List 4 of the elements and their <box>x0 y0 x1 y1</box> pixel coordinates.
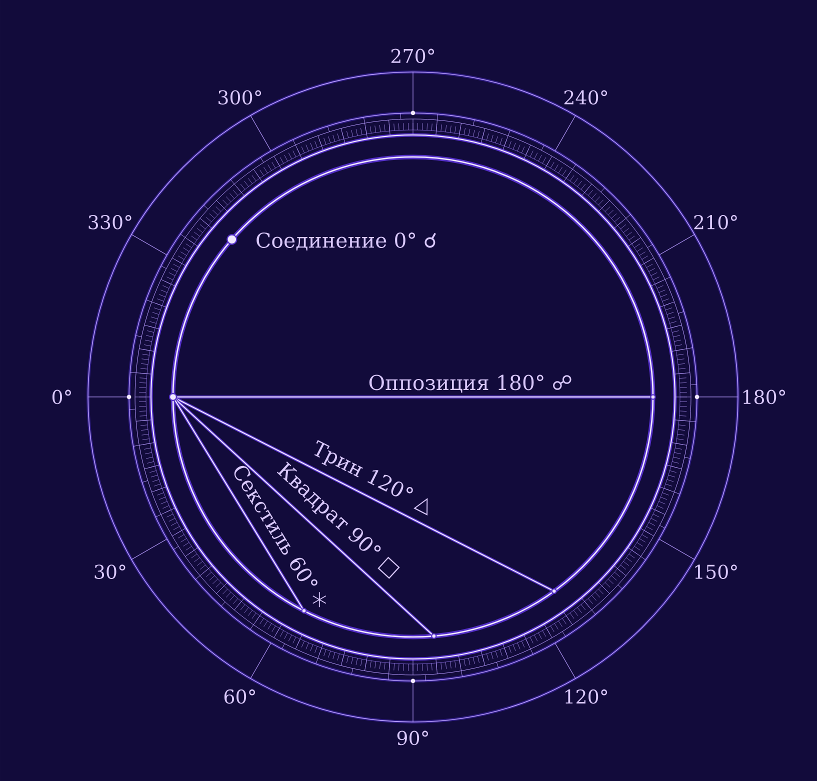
degree-label: 90° <box>397 730 428 746</box>
degree-label: 180° <box>743 390 786 404</box>
degree-label: 270° <box>391 48 434 64</box>
degree-label: 0° <box>52 390 71 404</box>
